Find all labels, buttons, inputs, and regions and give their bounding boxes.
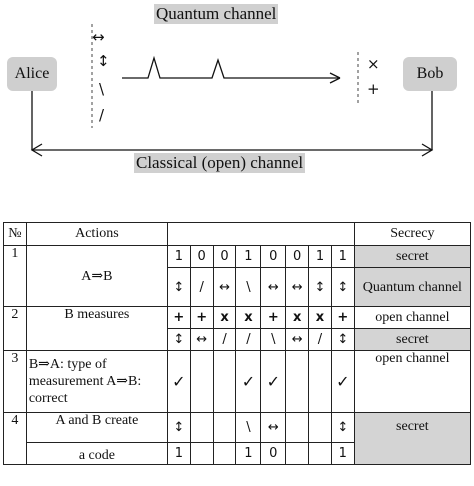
basis-cell: / — [189, 267, 214, 307]
basis-cell: ↔ — [260, 267, 287, 307]
bit-cell: 0 — [260, 245, 287, 268]
key-bit-cell: 1 — [166, 442, 191, 465]
header-number: № — [3, 222, 27, 246]
basis-cell: ↔ — [285, 267, 310, 307]
result-cell: \ — [260, 328, 287, 351]
row-number: 4 — [3, 412, 27, 465]
check-cell: ✓ — [260, 350, 287, 413]
photon-pulse-line — [122, 55, 340, 79]
bit-cell: 1 — [166, 245, 191, 268]
key-basis-cell: ↕ — [166, 412, 191, 443]
basis-cell: \ — [235, 267, 262, 307]
measure-cell: x — [285, 306, 310, 329]
result-cell: / — [235, 328, 262, 351]
basis-cell: ↕ — [308, 267, 332, 307]
basis-cell: ↕ — [330, 267, 355, 307]
result-cell: / — [308, 328, 332, 351]
secrecy-cell: open channel — [353, 350, 472, 413]
detector-plus-symbol: + — [367, 80, 380, 98]
table-row: 2 B measures + + x x + x x + open channe… — [3, 306, 472, 351]
qkd-diagram: Quantum channel Alice Bob ↔ ↕ \ / × + Cl… — [0, 0, 474, 200]
key-basis-cell — [285, 412, 310, 443]
key-basis-cell — [189, 412, 214, 443]
row-action: B⇒A: type of measurement A⇒B: correct — [25, 350, 168, 413]
row-action: A⇒B — [25, 245, 168, 307]
table-row: a code 1 1 0 1 — [4, 442, 471, 465]
bit-cell: 1 — [330, 245, 355, 268]
key-basis-cell — [212, 412, 237, 443]
classical-channel-label: Classical (open) channel — [134, 153, 306, 173]
check-cell — [285, 350, 310, 413]
check-cell — [308, 350, 332, 413]
basis-diagonal-right-symbol: / — [99, 106, 105, 124]
key-bit-cell: 1 — [235, 442, 262, 465]
measure-cell: x — [235, 306, 262, 329]
result-cell: ↔ — [189, 328, 214, 351]
key-bit-cell — [308, 442, 332, 465]
basis-vertical-symbol: ↕ — [97, 52, 110, 70]
measure-cell: + — [330, 306, 355, 329]
result-cell: ↕ — [166, 328, 191, 351]
bit-cell: 1 — [235, 245, 262, 268]
row-number: 3 — [3, 350, 27, 413]
basis-horizontal-symbol: ↔ — [92, 28, 105, 46]
secrecy-cell: open channel — [353, 306, 472, 329]
key-bit-cell — [285, 442, 310, 465]
key-basis-cell: \ — [235, 412, 262, 443]
row-number: 2 — [3, 306, 27, 351]
key-bit-cell: 1 — [330, 442, 355, 465]
key-bit-cell — [189, 442, 214, 465]
header-bits — [166, 222, 355, 246]
measure-cell: x — [308, 306, 332, 329]
secrecy-cell: secret — [353, 328, 472, 351]
detector-cross-symbol: × — [367, 55, 380, 73]
result-cell: / — [212, 328, 237, 351]
alice-box: Alice — [7, 57, 57, 91]
result-cell: ↕ — [330, 328, 355, 351]
basis-diagonal-left-symbol: \ — [99, 80, 105, 98]
bit-cell: 0 — [212, 245, 237, 268]
bob-box: Bob — [403, 57, 457, 91]
table-header-row: № Actions Secrecy — [3, 222, 472, 246]
row-action: B measures — [25, 306, 168, 351]
secrecy-cell: secret — [353, 245, 472, 268]
row-action-top: A and B create — [25, 412, 168, 443]
check-cell — [212, 350, 237, 413]
check-cell — [189, 350, 214, 413]
bit-cell: 0 — [285, 245, 310, 268]
row-number: 1 — [3, 245, 27, 307]
measure-cell: x — [212, 306, 237, 329]
table-row: 3 B⇒A: type of measurement A⇒B: correct … — [3, 350, 472, 413]
measure-cell: + — [260, 306, 287, 329]
measure-cell: + — [189, 306, 214, 329]
table-row: 1 A⇒B 1 0 0 1 0 0 1 1 secret — [3, 245, 472, 307]
channel-lines — [30, 24, 434, 157]
key-bit-cell — [212, 442, 237, 465]
row-action-bottom: a code — [25, 442, 168, 465]
protocol-table: № Actions Secrecy 1 A⇒B 1 0 0 1 0 0 1 1 … — [3, 222, 472, 465]
bit-cell: 0 — [189, 245, 214, 268]
header-secrecy: Secrecy — [353, 222, 472, 246]
key-basis-cell: ↔ — [260, 412, 287, 443]
basis-cell: ↕ — [166, 267, 191, 307]
header-actions: Actions — [25, 222, 168, 246]
bit-cell: 1 — [308, 245, 332, 268]
measure-cell: + — [166, 306, 191, 329]
secrecy-cell: secret — [353, 412, 472, 465]
key-basis-cell — [308, 412, 332, 443]
check-cell: ✓ — [330, 350, 355, 413]
key-bit-cell: 0 — [260, 442, 287, 465]
secrecy-cell: Quantum channel — [353, 267, 472, 307]
quantum-channel-label: Quantum channel — [154, 4, 279, 24]
result-cell: ↔ — [285, 328, 310, 351]
table-row: 4 A and B create ↕ \ ↔ ↕ secret — [3, 412, 472, 465]
check-cell: ✓ — [235, 350, 262, 413]
basis-cell: ↔ — [212, 267, 237, 307]
key-basis-cell: ↕ — [330, 412, 355, 443]
check-cell: ✓ — [166, 350, 191, 413]
